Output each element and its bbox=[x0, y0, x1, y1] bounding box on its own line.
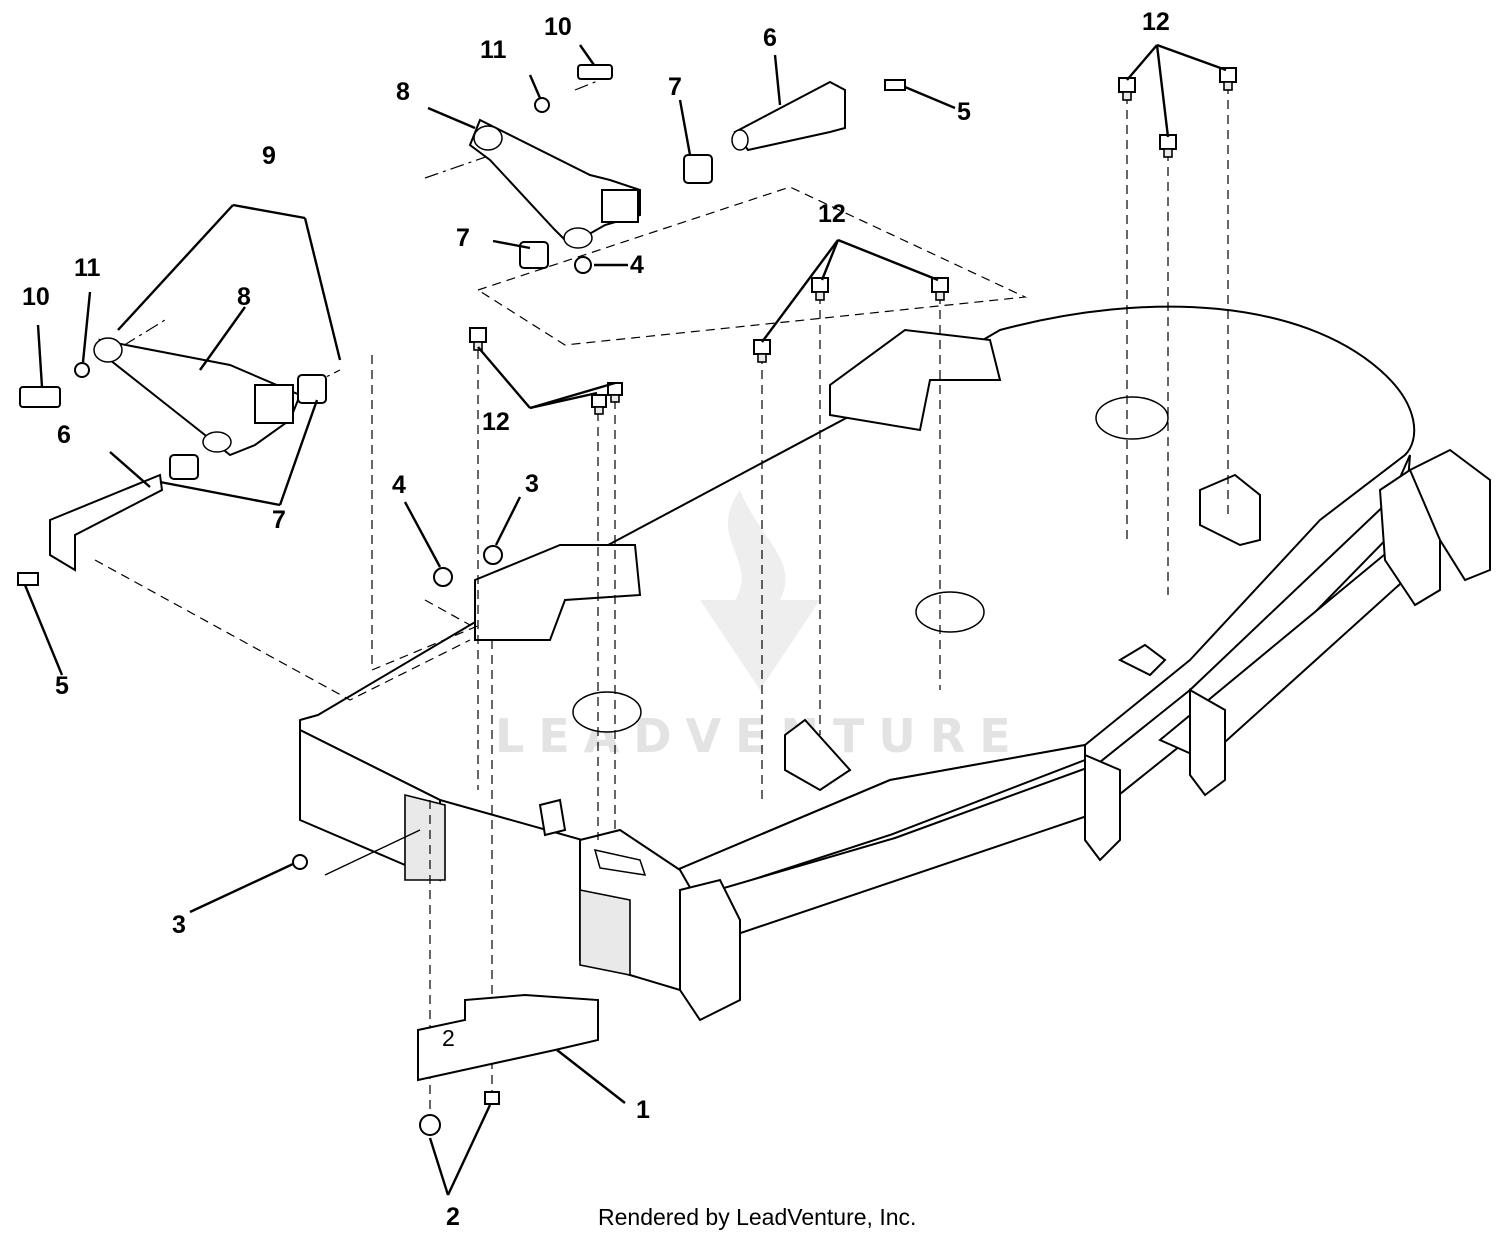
left-bolt-10 bbox=[19, 386, 61, 408]
callout-6-left: 6 bbox=[57, 421, 71, 449]
upper-arm-boss bbox=[601, 189, 639, 223]
upper-arm-eye bbox=[473, 125, 503, 151]
assembly-line-left bbox=[94, 559, 471, 701]
upper-bushing-7a bbox=[683, 154, 713, 184]
callout-4-left: 4 bbox=[392, 471, 406, 499]
deck-cover-plate bbox=[1117, 643, 1167, 677]
side-bracket-plate bbox=[679, 878, 741, 1022]
deck-mount-bracket-right bbox=[829, 328, 1002, 432]
upper-washer-11 bbox=[534, 97, 550, 113]
callout-1: 1 bbox=[636, 1096, 650, 1124]
callout-6-upper: 6 bbox=[763, 24, 777, 52]
callout-8-left: 8 bbox=[237, 283, 251, 311]
callout-11-upper: 11 bbox=[480, 36, 507, 64]
assembly-line-washer bbox=[424, 599, 471, 626]
callout-12-center: 12 bbox=[818, 200, 846, 228]
callout-3-top: 3 bbox=[525, 470, 539, 498]
callout-12-left: 12 bbox=[482, 408, 510, 436]
bolt-12-c bbox=[607, 382, 623, 403]
left-arm-eye bbox=[93, 337, 123, 363]
leader-lines bbox=[23, 43, 1227, 1196]
callout-5-left: 5 bbox=[55, 672, 69, 700]
axis-skirt bbox=[324, 829, 421, 876]
deflector-shield-1 bbox=[417, 993, 599, 1082]
assembly-boundary-left bbox=[371, 355, 481, 671]
upper-arm-8 bbox=[468, 118, 641, 247]
left-arm-assembly bbox=[17, 337, 327, 586]
left-arm-bore bbox=[202, 431, 232, 453]
assembly-boundary-top bbox=[476, 186, 1028, 346]
front-hitch-slot bbox=[593, 848, 647, 876]
bolt-12-e bbox=[811, 277, 829, 301]
callout-4-upper: 4 bbox=[630, 251, 644, 279]
rear-bracket-4 bbox=[1408, 448, 1491, 582]
spindle-opening-1 bbox=[572, 691, 642, 733]
bolt-12-d bbox=[753, 339, 771, 363]
bolt-12-g bbox=[1118, 77, 1136, 101]
upper-bolt-10 bbox=[577, 64, 613, 80]
upper-pivot-pin-6 bbox=[733, 80, 846, 152]
bolt-12-f bbox=[931, 277, 949, 301]
deck-small-block bbox=[538, 798, 567, 837]
deck-mount-bracket-left bbox=[474, 544, 642, 641]
watermark-flame-logo bbox=[700, 490, 820, 690]
carriage-bolt-2b bbox=[484, 1091, 500, 1105]
upper-arm-bore bbox=[563, 227, 593, 249]
bolt-5-right bbox=[884, 79, 906, 91]
spindle-opening-3 bbox=[1095, 396, 1169, 440]
callout-10-upper: 10 bbox=[544, 13, 572, 41]
upper-pin-end bbox=[731, 129, 749, 151]
carriage-bolt-2a bbox=[419, 1114, 441, 1136]
bolt-12-a bbox=[469, 327, 487, 351]
deck-rear-lug bbox=[1199, 473, 1261, 547]
bolt-5-left bbox=[17, 572, 39, 586]
callout-12-right: 12 bbox=[1142, 8, 1170, 36]
deck-top-outline bbox=[299, 305, 1416, 873]
left-bushing-7b bbox=[169, 454, 199, 480]
bolt-12-i bbox=[1219, 67, 1237, 91]
rear-bracket-2 bbox=[1189, 688, 1226, 797]
spindle-opening-2 bbox=[915, 591, 985, 633]
deck-pivot-bracket bbox=[784, 718, 852, 792]
callout-2: 2 bbox=[446, 1203, 460, 1231]
footer-credit: Rendered by LeadVenture, Inc. bbox=[598, 1204, 916, 1230]
callout-7-upper-left: 7 bbox=[456, 224, 470, 252]
front-hitch-block bbox=[579, 889, 631, 976]
upper-nut-4 bbox=[574, 256, 592, 274]
misc-hardware: 2 bbox=[292, 545, 599, 1136]
bolt-12-b bbox=[591, 394, 607, 415]
nut-3-top bbox=[483, 545, 503, 565]
callout-10-left: 10 bbox=[22, 283, 50, 311]
left-arm-boss bbox=[254, 384, 294, 424]
callout-8-upper: 8 bbox=[396, 78, 410, 106]
left-washer-11 bbox=[74, 362, 90, 378]
callout-labels: 1 2 3 3 4 4 5 5 6 6 7 7 7 8 8 9 10 10 11… bbox=[22, 8, 1170, 1231]
callout-5-right: 5 bbox=[957, 98, 971, 126]
nut-3-bottom bbox=[292, 854, 308, 870]
left-pivot-pin-6 bbox=[49, 473, 164, 572]
callout-3-bottom: 3 bbox=[172, 911, 186, 939]
left-bushing-7a bbox=[297, 374, 327, 404]
assembly-lines bbox=[94, 79, 1229, 1110]
callout-7-upper-right: 7 bbox=[668, 73, 682, 101]
decal-label: 2 bbox=[442, 1025, 455, 1051]
upper-arm-assembly bbox=[468, 64, 906, 274]
axis-center-pin bbox=[574, 79, 601, 91]
deck-skirt-block bbox=[404, 793, 446, 881]
rear-bracket-1 bbox=[1084, 753, 1121, 862]
mower-deck bbox=[299, 305, 1491, 1022]
callout-7-left: 7 bbox=[272, 506, 286, 534]
callout-9: 9 bbox=[262, 142, 276, 170]
flange-bolts bbox=[469, 67, 1237, 415]
left-arm-8 bbox=[98, 338, 302, 457]
bolt-12-h bbox=[1159, 134, 1177, 158]
nut-4-left bbox=[433, 567, 453, 587]
callout-11-left: 11 bbox=[74, 254, 101, 282]
